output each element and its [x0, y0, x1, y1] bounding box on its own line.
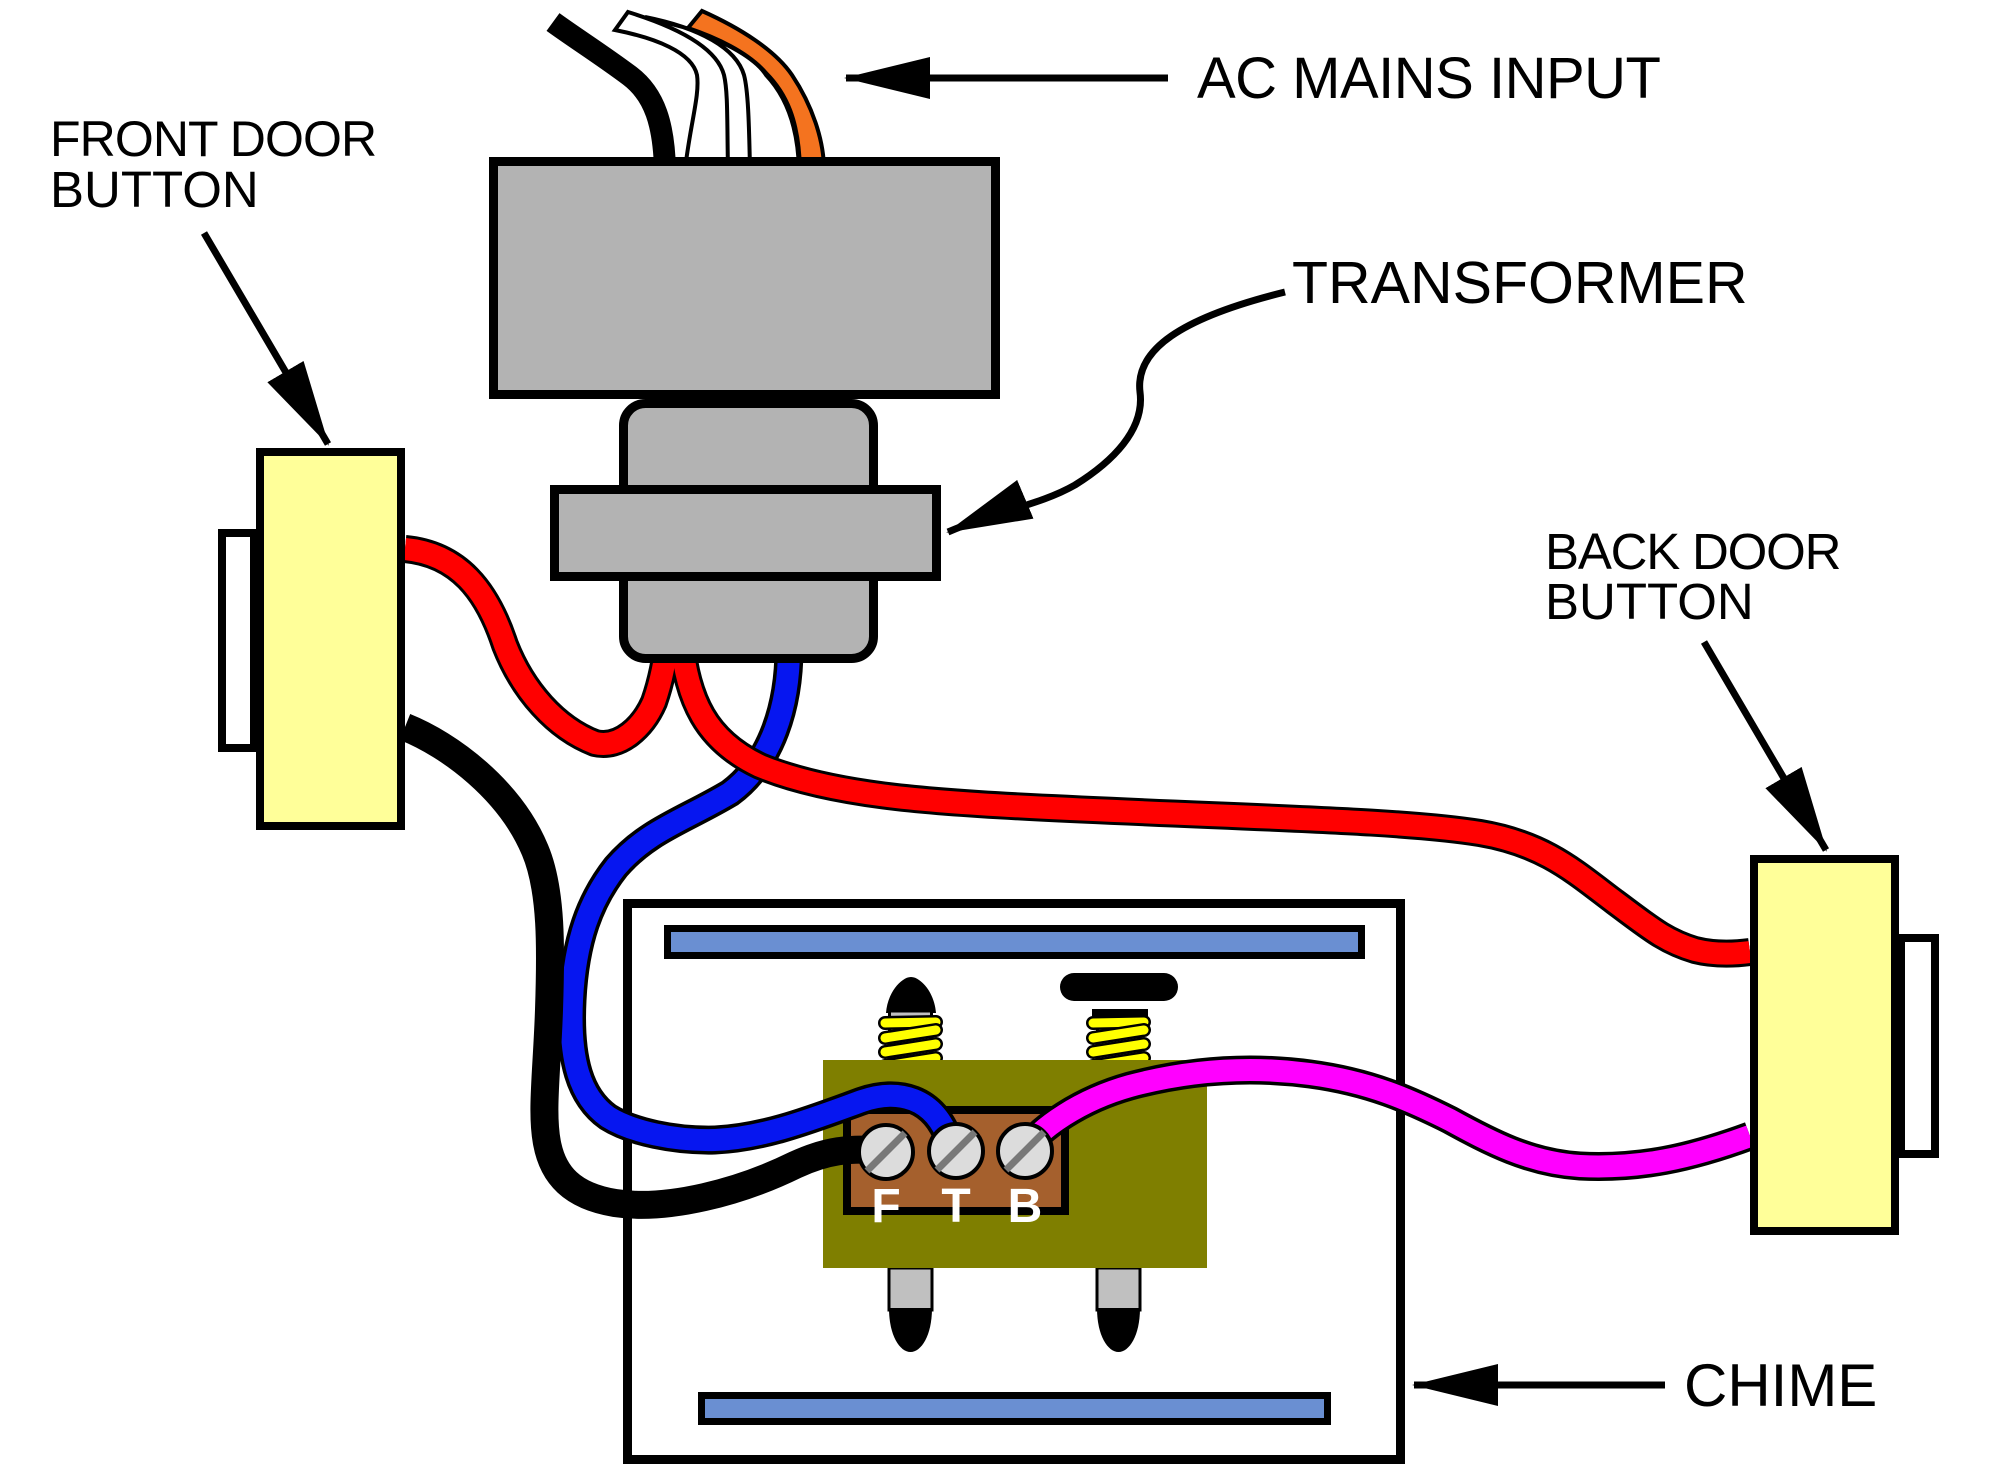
svg-text:CHIME: CHIME	[1684, 1352, 1877, 1419]
svg-text:BUTTON: BUTTON	[50, 161, 259, 218]
svg-text:FRONT DOOR: FRONT DOOR	[50, 111, 376, 167]
svg-text:AC MAINS INPUT: AC MAINS INPUT	[1197, 46, 1661, 111]
svg-text:BACK DOOR: BACK DOOR	[1545, 523, 1840, 580]
svg-text:BUTTON: BUTTON	[1545, 573, 1754, 630]
svg-text:B: B	[1008, 1180, 1043, 1233]
svg-text:T: T	[941, 1180, 970, 1233]
svg-text:TRANSFORMER: TRANSFORMER	[1292, 250, 1748, 316]
svg-text:F: F	[871, 1180, 900, 1233]
